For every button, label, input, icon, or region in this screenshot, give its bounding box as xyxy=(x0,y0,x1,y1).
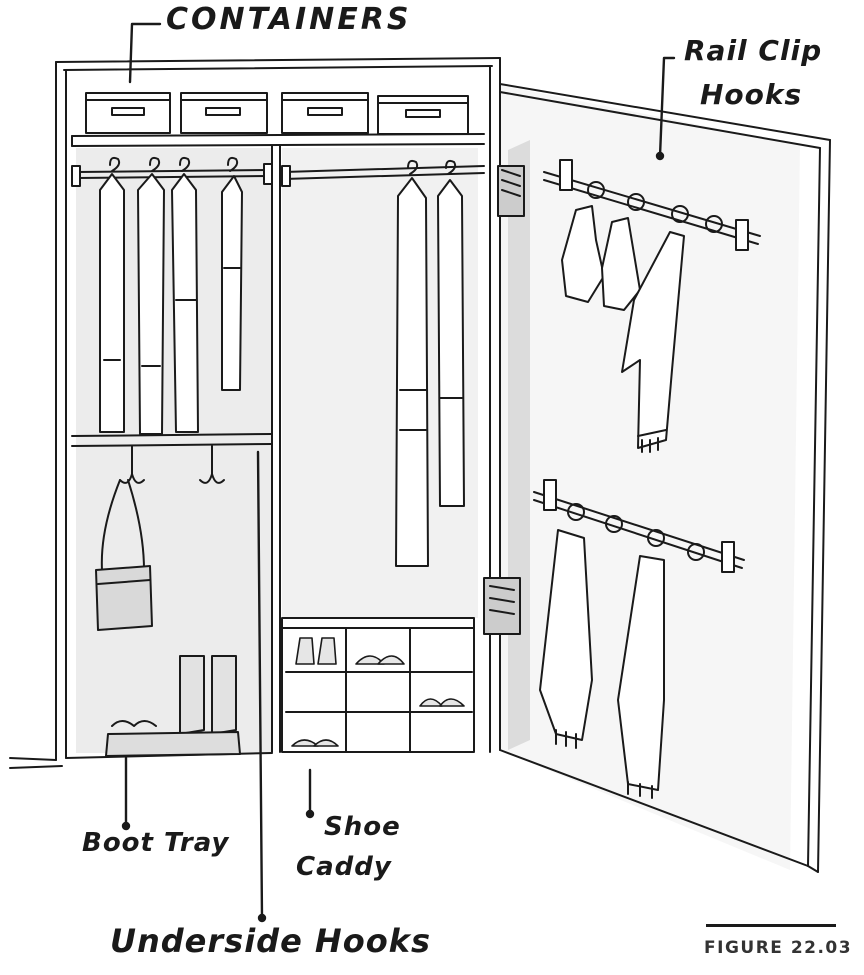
container-box xyxy=(282,93,368,133)
underside-hooks-label: Underside Hooks xyxy=(110,922,431,960)
shoe-caddy xyxy=(282,618,474,752)
containers-label: CONTAINERS xyxy=(166,2,411,37)
figure-caption-rule xyxy=(706,924,836,927)
boot-tray-label: Boot Tray xyxy=(82,828,229,858)
container-box xyxy=(86,93,170,133)
rail-clip-hooks-label-line2: Hooks xyxy=(700,78,802,111)
shoe-caddy-label-line2: Caddy xyxy=(296,852,392,882)
center-divider-panel xyxy=(272,146,280,752)
storage-containers xyxy=(86,93,468,134)
rail-clip-hooks-label-line1: Rail Clip xyxy=(684,34,822,67)
container-box xyxy=(181,93,267,133)
figure-caption: FIGURE 22.03 xyxy=(704,938,852,958)
top-shelf xyxy=(72,134,484,146)
shoe-caddy-label-line1: Shoe xyxy=(324,812,401,842)
container-box xyxy=(378,96,468,134)
